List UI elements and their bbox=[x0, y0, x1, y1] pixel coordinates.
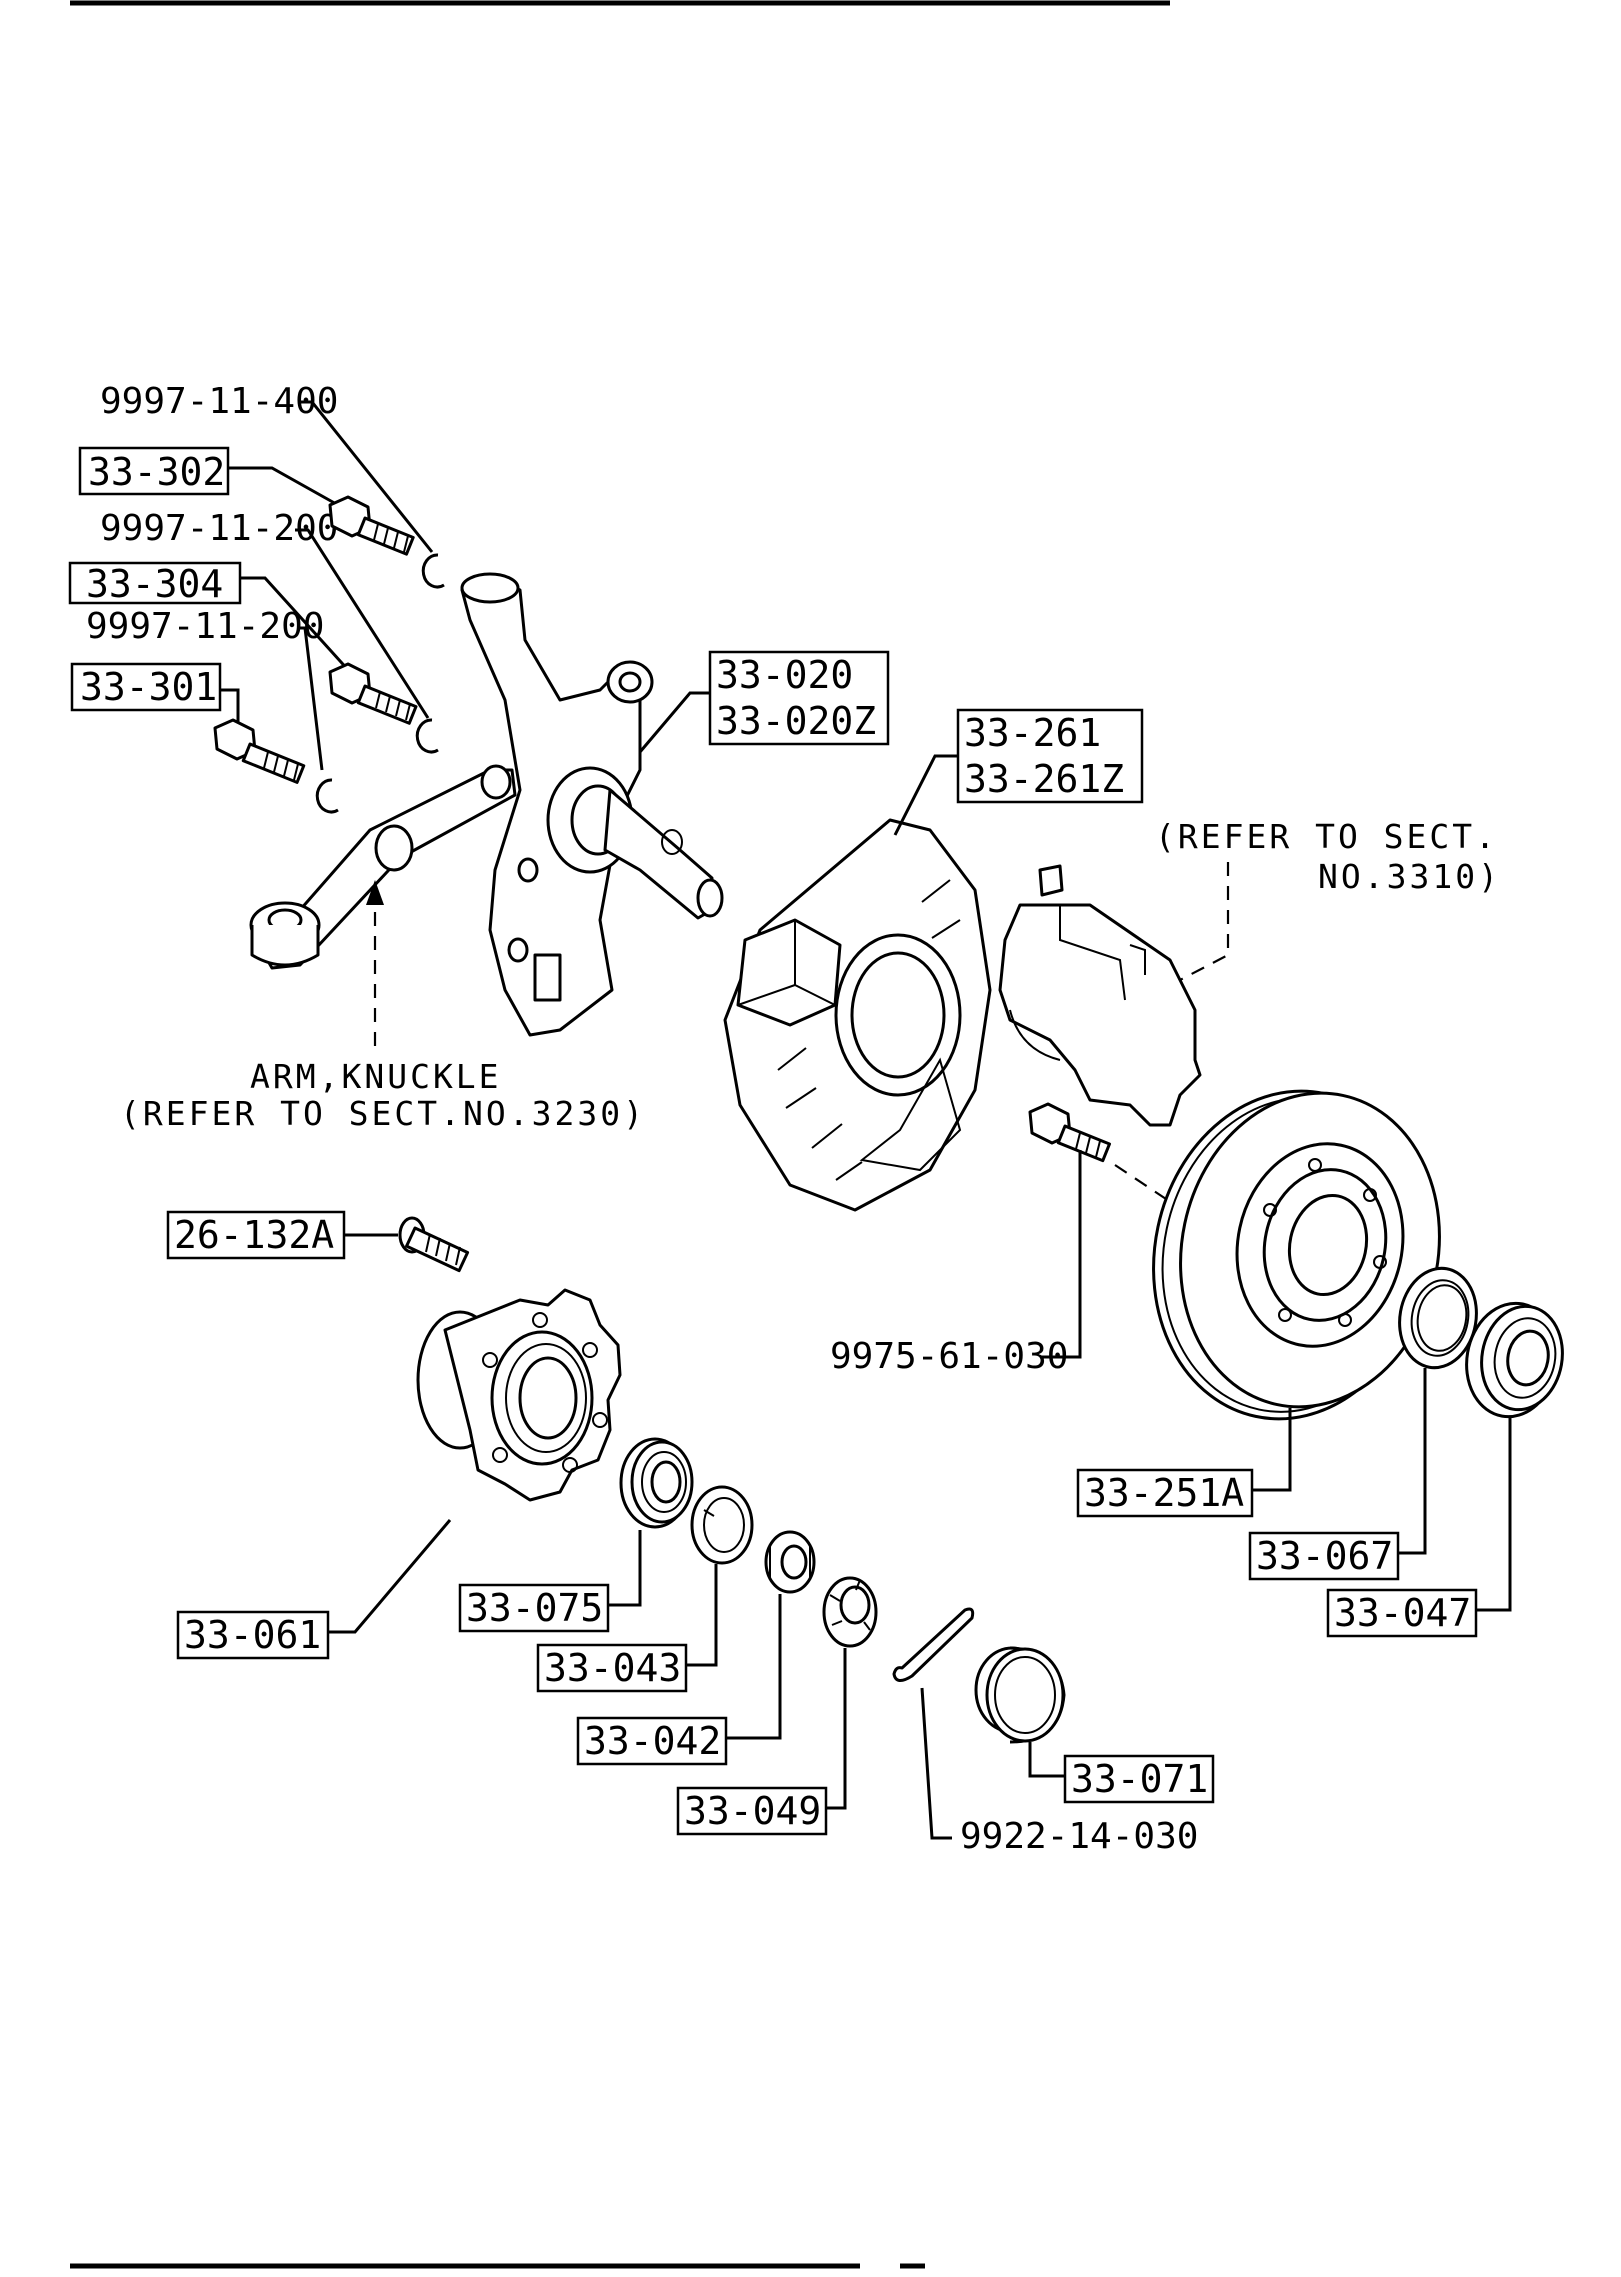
label-33-071: 33-071 bbox=[1063, 1754, 1215, 1804]
hub-cap-icon bbox=[974, 1646, 1066, 1744]
leader-33-043 bbox=[686, 1564, 718, 1667]
c-washer-icon bbox=[315, 778, 339, 814]
c-washer-icon bbox=[415, 718, 439, 754]
svg-text:33-049: 33-049 bbox=[684, 1789, 821, 1833]
steering-knuckle-icon bbox=[460, 572, 724, 1037]
caliper-note: (REFER TO SECT. NO.3310) bbox=[1155, 817, 1501, 896]
svg-text:26-132A: 26-132A bbox=[174, 1213, 334, 1257]
svg-text:33-075: 33-075 bbox=[466, 1586, 603, 1630]
arrow-up-icon bbox=[366, 880, 384, 905]
svg-text:ARM,KNUCKLE: ARM,KNUCKLE bbox=[250, 1057, 502, 1096]
leader-9922-14-030 bbox=[920, 1687, 952, 1840]
bearing-icon bbox=[619, 1437, 694, 1529]
svg-text:9997-11-200: 9997-11-200 bbox=[86, 606, 324, 647]
svg-text:33-020: 33-020 bbox=[716, 653, 853, 697]
leader-9975-61-030 bbox=[1040, 1150, 1082, 1359]
c-washer-icon bbox=[421, 553, 445, 589]
leader-33-042 bbox=[726, 1594, 782, 1740]
wheel-hub-icon bbox=[416, 1288, 622, 1502]
wheel-stud-icon bbox=[398, 1216, 470, 1273]
bolt-icon bbox=[328, 495, 415, 556]
leader-33-020 bbox=[638, 691, 710, 753]
svg-text:33-261: 33-261 bbox=[964, 711, 1101, 755]
leader-33-061 bbox=[328, 1519, 452, 1634]
svg-text:33-261Z: 33-261Z bbox=[964, 757, 1124, 801]
svg-text:33-302: 33-302 bbox=[88, 450, 225, 494]
label-33-075: 33-075 bbox=[458, 1583, 610, 1633]
label-33-251a: 33-251A bbox=[1076, 1468, 1254, 1518]
label-9997-11-200-b: 9997-11-200 bbox=[86, 606, 324, 647]
brake-caliper-icon bbox=[998, 864, 1202, 1127]
svg-text:33-251A: 33-251A bbox=[1084, 1471, 1244, 1515]
leader-33-251a bbox=[1252, 1408, 1292, 1492]
bearing-icon bbox=[1465, 1301, 1564, 1419]
label-33-067: 33-067 bbox=[1248, 1531, 1400, 1581]
label-9975-61-030: 9975-61-030 bbox=[830, 1336, 1068, 1377]
label-33-042: 33-042 bbox=[576, 1716, 728, 1766]
label-33-020: 33-020 33-020Z bbox=[708, 650, 890, 746]
leader-9997-11-200-a bbox=[295, 528, 430, 719]
leader-33-302 bbox=[228, 466, 339, 507]
svg-text:(REFER TO SECT.: (REFER TO SECT. bbox=[1155, 817, 1498, 856]
svg-text:NO.3310): NO.3310) bbox=[1318, 857, 1501, 896]
svg-text:33-061: 33-061 bbox=[184, 1613, 321, 1657]
svg-text:33-304: 33-304 bbox=[86, 562, 223, 606]
arm-knuckle-note: ARM,KNUCKLE (REFER TO SECT.NO.3230) bbox=[120, 1057, 646, 1133]
label-33-047: 33-047 bbox=[1326, 1588, 1478, 1638]
label-26-132a: 26-132A bbox=[166, 1210, 346, 1260]
bolt-icon bbox=[328, 662, 418, 725]
leader-33-261 bbox=[893, 754, 958, 836]
label-33-301: 33-301 bbox=[70, 662, 222, 712]
oil-seal-icon bbox=[1398, 1266, 1478, 1370]
label-9922-14-030: 9922-14-030 bbox=[960, 1816, 1198, 1857]
leader-33-067 bbox=[1398, 1368, 1427, 1555]
knuckle-arm-icon bbox=[249, 764, 517, 970]
lock-washer-icon bbox=[690, 1485, 754, 1565]
brake-dust-shield-icon bbox=[723, 818, 992, 1212]
leader-33-047 bbox=[1476, 1418, 1512, 1612]
svg-text:33-020Z: 33-020Z bbox=[716, 699, 876, 743]
label-33-043: 33-043 bbox=[536, 1643, 688, 1693]
svg-text:33-047: 33-047 bbox=[1334, 1591, 1471, 1635]
svg-text:33-042: 33-042 bbox=[584, 1719, 721, 1763]
label-33-261: 33-261 33-261Z bbox=[956, 708, 1144, 804]
svg-text:33-301: 33-301 bbox=[80, 665, 217, 709]
svg-text:33-043: 33-043 bbox=[544, 1646, 681, 1690]
castle-nut-icon bbox=[822, 1576, 878, 1648]
bolt-icon bbox=[213, 718, 306, 784]
leader-9997-11-400 bbox=[298, 400, 434, 553]
svg-text:33-067: 33-067 bbox=[1256, 1534, 1393, 1578]
nut-icon bbox=[764, 1530, 816, 1594]
cotter-pin-icon bbox=[892, 1607, 975, 1682]
leader-33-049 bbox=[826, 1648, 847, 1810]
label-33-049: 33-049 bbox=[676, 1786, 828, 1836]
svg-text:33-071: 33-071 bbox=[1071, 1757, 1208, 1801]
label-33-302: 33-302 bbox=[78, 446, 230, 496]
caliper-note-leader bbox=[1179, 862, 1230, 981]
leader-33-301 bbox=[220, 688, 240, 722]
leader-33-071 bbox=[1028, 1742, 1065, 1778]
label-33-061: 33-061 bbox=[176, 1610, 330, 1660]
bolt-icon bbox=[1028, 1102, 1112, 1163]
leader-33-304 bbox=[240, 576, 352, 674]
leader-9997-11-200-b bbox=[298, 626, 324, 771]
svg-text:(REFER TO SECT.NO.3230): (REFER TO SECT.NO.3230) bbox=[120, 1094, 646, 1133]
brake-disc-icon bbox=[1152, 1089, 1441, 1421]
leader-33-075 bbox=[608, 1530, 642, 1607]
label-33-304: 33-304 bbox=[68, 561, 242, 606]
